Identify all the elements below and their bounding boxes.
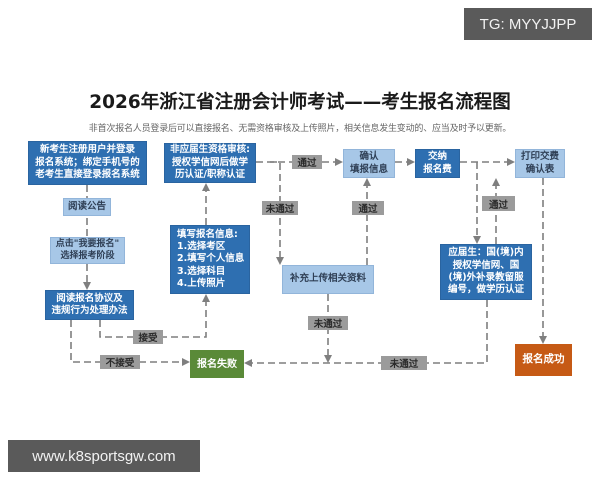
label-accept: 接受 [133,330,163,344]
page-title: 2026年浙江省注册会计师考试——考生报名流程图 [89,92,511,113]
page-subtitle: 非首次报名人员登录后可以直接报名、无需资格审核及上传照片，相关信息发生变动的、应… [88,124,512,134]
label-pass-mid: 通过 [352,201,384,215]
node-confirm-info: 确认 填报信息 [343,149,395,178]
node-pay-fee: 交纳 报名费 [415,149,460,178]
label-pass-top: 通过 [292,155,322,169]
node-read-agreement: 阅读报名协议及 违规行为处理办法 [45,290,134,320]
watermark-bottom: www.k8sportsgw.com [8,440,200,472]
label-fail-bottom: 未通过 [381,356,427,370]
node-click-apply: 点击"我要报名" 选择报考阶段 [50,237,125,264]
label-reject: 不接受 [100,355,140,369]
node-read-notice: 阅读公告 [63,198,111,216]
node-success: 报名成功 [515,344,572,376]
label-pass-right: 通过 [482,196,515,211]
node-supplement-upload: 补充上传相关资料 [282,265,374,294]
node-register: 新考生注册用户并登录 报名系统；绑定手机号的 老考生直接登录报名系统 [28,141,147,185]
node-print-receipt: 打印交费 确认表 [515,149,565,178]
watermark-top: TG: MYYJJPP [464,8,592,40]
node-fill-info: 填写报名信息: 1.选择考区 2.填写个人信息 3.选择科目 4.上传照片 [170,225,250,294]
node-fail: 报名失败 [190,350,244,378]
node-non-graduate-review: 非应届生资格审核: 授权学信网后做学 历认证/职称认证 [164,143,256,183]
label-fail-left: 未通过 [262,201,298,215]
label-fail-mid: 未通过 [308,316,348,330]
node-graduate-review: 应届生：国(境)内 授权学信网、国 (境)外补录教留服 编号，做学历认证 [440,244,532,300]
